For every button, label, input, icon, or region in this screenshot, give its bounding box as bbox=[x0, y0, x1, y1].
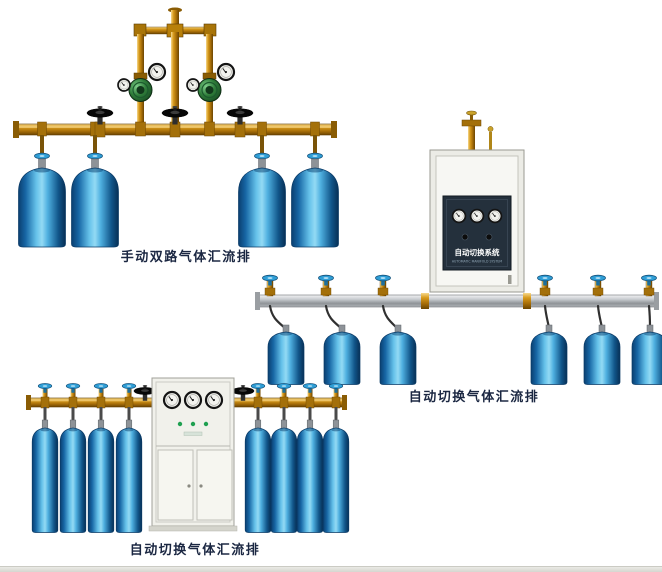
down-pipe-right bbox=[206, 34, 213, 66]
gas-cylinder bbox=[291, 158, 339, 248]
top-valve-stem bbox=[470, 114, 473, 120]
product-auto-floor bbox=[26, 377, 350, 533]
pigtail-hoses bbox=[268, 304, 652, 330]
caption-auto-wall: 自动切换气体汇流排 bbox=[408, 390, 540, 405]
pressure-gauge bbox=[216, 62, 236, 82]
header-end-cap-right bbox=[331, 121, 337, 138]
station-valve-handwheel bbox=[93, 383, 109, 394]
gas-cylinder bbox=[296, 419, 324, 533]
center-pipe bbox=[171, 32, 179, 126]
cylinder-drop-pipes bbox=[40, 135, 317, 153]
panel-knob bbox=[461, 233, 469, 241]
gas-cylinder bbox=[244, 419, 272, 533]
gas-cylinder bbox=[18, 158, 66, 248]
caption-manual-dual: 手动双路气体汇流排 bbox=[120, 250, 252, 265]
pressure-gauge bbox=[186, 78, 200, 92]
gas-cylinder bbox=[323, 324, 361, 385]
floor-cabinet bbox=[148, 377, 238, 532]
cabinet-panel bbox=[442, 195, 512, 271]
station-valve-handwheel bbox=[121, 383, 137, 394]
header-end-cap-right bbox=[342, 395, 347, 410]
gas-cylinder bbox=[270, 419, 298, 533]
station-valve-handwheel bbox=[537, 274, 553, 286]
shutoff-valve-handwheel bbox=[86, 105, 114, 125]
cabinet-nameplate bbox=[183, 431, 203, 436]
bar-end-cap-right bbox=[654, 292, 659, 310]
pressure-gauge bbox=[147, 62, 167, 82]
door-knob bbox=[199, 484, 203, 488]
gas-cylinder bbox=[71, 158, 119, 248]
shutoff-valve-handwheel bbox=[226, 105, 254, 125]
header-end-cap-left bbox=[13, 121, 19, 138]
station-valve-handwheel bbox=[65, 383, 81, 394]
station-valve-handwheel bbox=[641, 274, 657, 286]
top-stub-pipe bbox=[171, 10, 179, 32]
station-valve-handwheel bbox=[37, 383, 53, 394]
cabinet-top-tee bbox=[461, 119, 482, 127]
panel-gauge bbox=[451, 208, 467, 224]
cabinet-label: 自动切换系统 bbox=[455, 247, 500, 257]
gas-cylinder bbox=[238, 158, 286, 248]
cabinet-top-pipe bbox=[468, 124, 475, 152]
pigtail-connectors bbox=[43, 407, 338, 420]
door-knob bbox=[187, 484, 191, 488]
bar-coupler bbox=[523, 293, 531, 309]
bar-end-cap-left bbox=[255, 292, 260, 310]
cabinet-gauge bbox=[162, 390, 182, 410]
cabinet-door-left bbox=[157, 449, 194, 521]
cabinet-base bbox=[148, 525, 238, 532]
product-auto-wall: 自动切换系统 AUTOMATIC MANIFOLD SYSTEM bbox=[255, 110, 662, 385]
sensor-rod bbox=[489, 132, 492, 152]
panel-gauge bbox=[487, 208, 503, 224]
panel-gauge bbox=[469, 208, 485, 224]
door-handle bbox=[508, 275, 512, 284]
manifold-bar bbox=[257, 294, 657, 308]
station-valve-handwheel bbox=[375, 274, 391, 286]
cabinet-sublabel: AUTOMATIC MANIFOLD SYSTEM bbox=[452, 260, 503, 264]
gas-cylinder bbox=[631, 324, 662, 385]
down-pipe-left bbox=[137, 34, 144, 66]
gas-cylinder bbox=[322, 419, 350, 533]
bar-coupler bbox=[421, 293, 429, 309]
station-valve-handwheel bbox=[328, 383, 344, 394]
gas-cylinder bbox=[59, 419, 87, 533]
sensor-tip bbox=[487, 126, 494, 132]
station-valve-handwheel bbox=[590, 274, 606, 286]
gas-cylinder bbox=[115, 419, 143, 533]
control-cabinet: 自动切换系统 AUTOMATIC MANIFOLD SYSTEM bbox=[429, 110, 525, 293]
gas-cylinder bbox=[379, 324, 417, 385]
gas-cylinder bbox=[530, 324, 568, 385]
station-valve-handwheel bbox=[262, 274, 278, 286]
panel-inner-frame bbox=[446, 199, 508, 267]
gas-cylinder bbox=[583, 324, 621, 385]
gas-cylinder bbox=[87, 419, 115, 533]
product-manual-dual bbox=[13, 7, 339, 248]
panel-knob bbox=[485, 233, 493, 241]
caption-auto-floor: 自动切换气体汇流排 bbox=[129, 543, 261, 558]
manifold-stations bbox=[37, 383, 344, 420]
shutoff-valve-handwheel bbox=[161, 105, 189, 125]
pressure-gauge bbox=[117, 78, 131, 92]
station-valve-handwheel bbox=[276, 383, 292, 394]
cabinet-door-right bbox=[196, 449, 233, 521]
indicator-light bbox=[177, 421, 183, 427]
indicator-light bbox=[203, 421, 209, 427]
gas-cylinder bbox=[31, 419, 59, 533]
station-valve-handwheel bbox=[302, 383, 318, 394]
cabinet-gauge bbox=[183, 390, 203, 410]
gas-cylinder bbox=[267, 324, 305, 385]
page-bottom-edge bbox=[0, 566, 662, 572]
station-valve-handwheel bbox=[318, 274, 334, 286]
header-end-cap-left bbox=[26, 395, 31, 410]
top-valve-handle bbox=[466, 110, 477, 116]
cabinet-gauge bbox=[204, 390, 224, 410]
indicator-light bbox=[190, 421, 196, 427]
